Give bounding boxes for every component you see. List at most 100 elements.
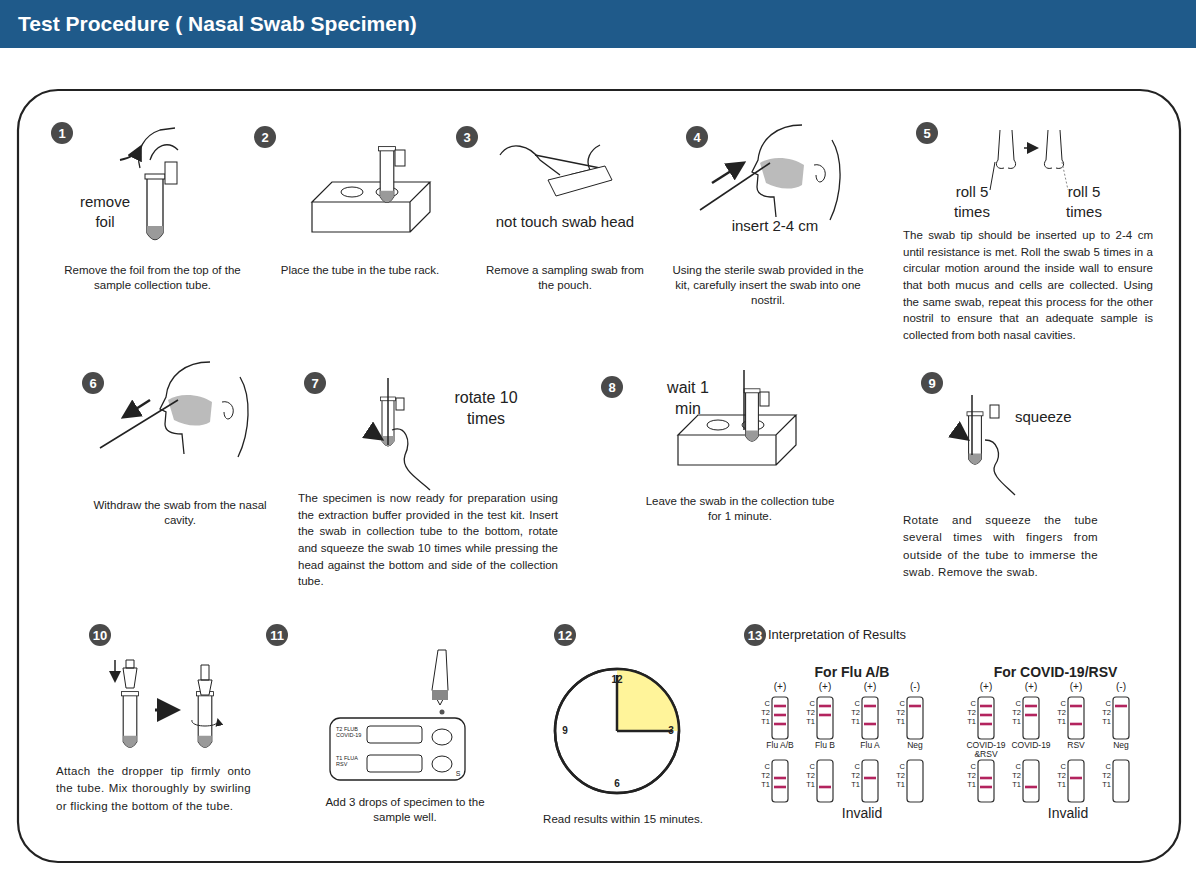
step-number: 13 (744, 624, 766, 646)
result-sign: (+) (1060, 680, 1092, 693)
step-number: 2 (254, 126, 276, 148)
callout-number: 1 (58, 126, 65, 141)
band-letter: T2 (846, 772, 860, 780)
band-letter: C (846, 700, 860, 708)
band-letter: C (801, 700, 815, 708)
device-text: T2 FLUB COVID-19 (336, 726, 366, 738)
band-letter: T2 (962, 772, 976, 780)
step-number: 6 (82, 372, 104, 394)
label-text: Leave the swab in the collection tube fo… (640, 494, 840, 524)
label-text: Add 3 drops of specimen to the sample we… (320, 795, 490, 825)
callout-number: 10 (93, 628, 107, 643)
callout-number: 11 (270, 628, 284, 643)
result-name: COVID-19 (1009, 741, 1053, 750)
result-sign: (-) (899, 680, 931, 693)
band-letter: T1 (1052, 781, 1066, 789)
label-text: Remove the foil from the top of the samp… (50, 263, 255, 293)
label-text: roll 5 times (1050, 182, 1118, 221)
band-letter: T1 (756, 718, 770, 726)
callout-number: 13 (748, 628, 762, 643)
band-letter: T2 (756, 772, 770, 780)
result-name: RSV (1054, 741, 1098, 750)
band-letter: C (891, 700, 905, 708)
step-number: 12 (554, 624, 576, 646)
label-text: For Flu A/B (797, 663, 907, 681)
step-number: 3 (456, 126, 478, 148)
result-name: Flu A/B (758, 741, 802, 750)
result-sign: (+) (970, 680, 1002, 693)
band-letter: C (1052, 763, 1066, 771)
invalid-label: Invalid (812, 804, 912, 822)
band-letter: C (1007, 700, 1021, 708)
band-letter: T1 (962, 718, 976, 726)
step-number: 9 (921, 372, 943, 394)
step-number: 5 (916, 122, 938, 144)
label-text: For COVID-19/RSV (993, 663, 1118, 681)
band-letter: C (891, 763, 905, 771)
band-letter: T2 (801, 709, 815, 717)
label-text: Withdraw the swab from the nasal cavity. (90, 498, 270, 528)
label-text: The swab tip should be inserted up to 2-… (903, 227, 1153, 344)
label-text: 6 (607, 777, 627, 790)
band-letter: T2 (1052, 772, 1066, 780)
result-name: Neg (1099, 741, 1143, 750)
band-letter: T1 (891, 718, 905, 726)
band-letter: T1 (846, 718, 860, 726)
band-letter: T2 (1007, 709, 1021, 717)
band-letter: C (756, 700, 770, 708)
label-text: Remove a sampling swab from the pouch. (480, 263, 650, 293)
band-letter: T1 (1007, 718, 1021, 726)
band-letter: T1 (801, 781, 815, 789)
band-letter: C (962, 700, 976, 708)
step-number: 11 (266, 624, 288, 646)
callout-number: 7 (311, 376, 318, 391)
label-text: roll 5 times (938, 182, 1006, 221)
title-band: Test Procedure ( Nasal Swab Specimen) (0, 0, 1196, 48)
label-text: Place the tube in the tube rack. (270, 263, 450, 278)
band-letter: T1 (1097, 781, 1111, 789)
callout-number: 3 (463, 130, 470, 145)
band-letter: T2 (1052, 709, 1066, 717)
band-letter: C (756, 763, 770, 771)
band-letter: T1 (846, 781, 860, 789)
result-sign: (-) (1105, 680, 1137, 693)
callout-number: 12 (558, 628, 572, 643)
result-sign: (+) (764, 680, 796, 693)
invalid-label: Invalid (1018, 804, 1118, 822)
band-letter: T2 (1097, 772, 1111, 780)
label-text: The specimen is now ready for preparatio… (298, 490, 558, 590)
band-letter: T2 (756, 709, 770, 717)
label-text: squeeze (1015, 407, 1085, 427)
device-text: S (454, 770, 462, 777)
label-text: rotate 10 times (436, 388, 536, 430)
label-text: Using the sterile swab provided in the k… (668, 263, 868, 308)
band-letter: T2 (846, 709, 860, 717)
band-letter: C (801, 763, 815, 771)
band-letter: T1 (756, 781, 770, 789)
label-text: not touch swab head (480, 212, 650, 232)
band-letter: T1 (891, 781, 905, 789)
label-text: 3 (665, 724, 677, 737)
band-letter: T2 (1007, 772, 1021, 780)
callout-number: 4 (693, 130, 700, 145)
band-letter: T2 (1097, 709, 1111, 717)
result-sign: (+) (854, 680, 886, 693)
callout-number: 2 (261, 130, 268, 145)
callout-number: 8 (608, 380, 615, 395)
band-letter: C (1007, 763, 1021, 771)
band-letter: T1 (1052, 718, 1066, 726)
band-letter: C (846, 763, 860, 771)
band-letter: T1 (1097, 718, 1111, 726)
step-number: 7 (304, 372, 326, 394)
result-sign: (+) (1015, 680, 1047, 693)
label-text: Read results within 15 minutes. (538, 812, 708, 827)
label-text: Interpretation of Results (768, 627, 948, 644)
result-name: Neg (893, 741, 937, 750)
label-text: remove foil (70, 192, 140, 231)
band-letter: T2 (891, 772, 905, 780)
callout-number: 6 (89, 376, 96, 391)
label-text: 12 (607, 673, 627, 686)
result-name: Flu B (803, 741, 847, 750)
